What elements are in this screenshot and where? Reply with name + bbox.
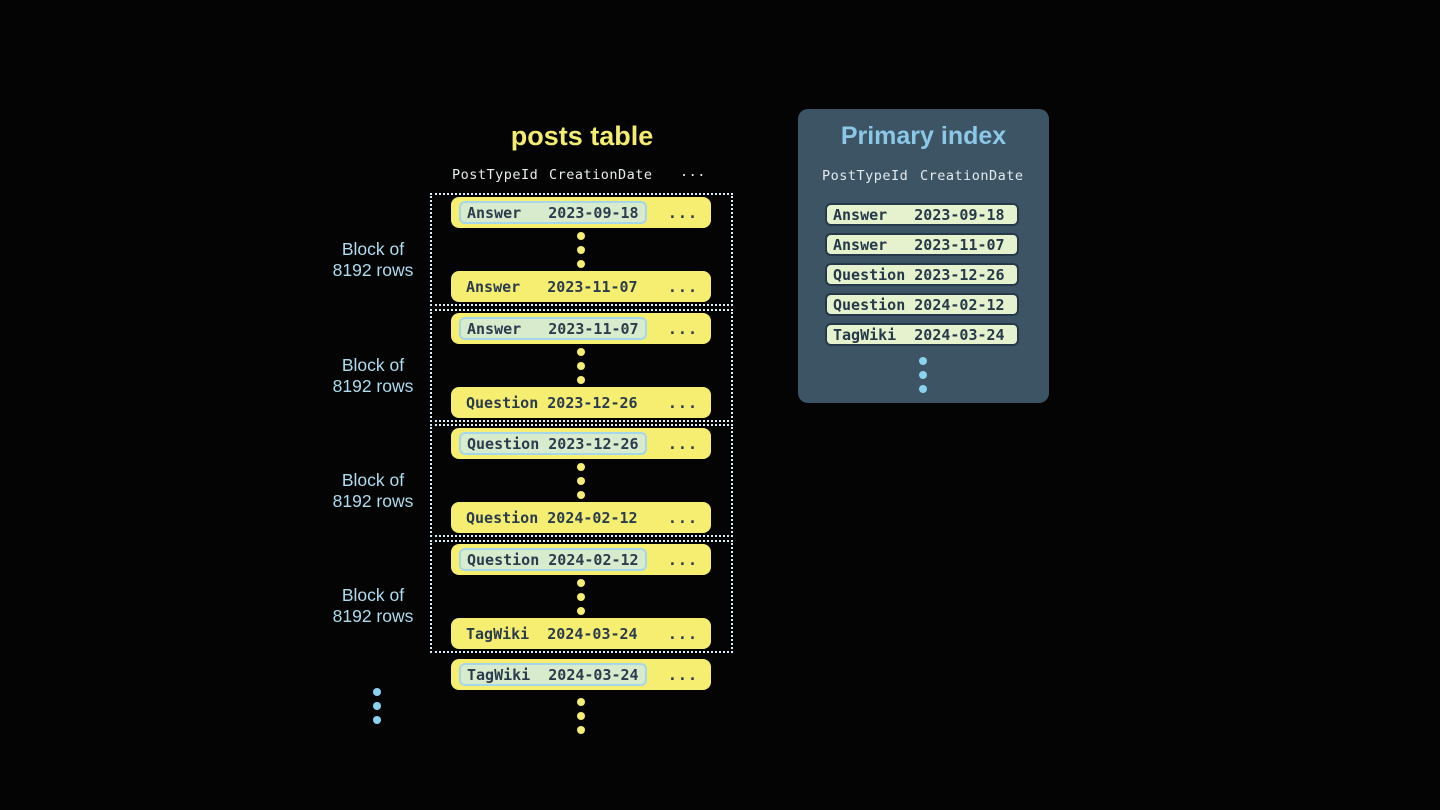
posts-row: Question 2023-12-26 ...	[451, 387, 711, 418]
row-date: 2023-11-07	[547, 277, 638, 296]
row-ellipsis: ...	[667, 550, 698, 569]
block-label-line1: Block of	[341, 470, 405, 490]
row-date: 2024-03-24	[914, 325, 1005, 344]
row-date: 2023-09-18	[548, 203, 639, 222]
row-date: 2023-12-26	[548, 434, 639, 453]
highlight-pill: Answer 2023-11-07	[459, 317, 647, 340]
highlight-pill: Question 2024-02-12	[459, 548, 647, 571]
block-label-line1: Block of	[341, 585, 405, 605]
block-label-3: Block of 8192 rows	[306, 470, 440, 512]
more-blocks-dots-icon	[373, 688, 381, 724]
index-header-creationdate: CreationDate	[920, 168, 1024, 184]
index-row: TagWiki 2024-03-24	[825, 323, 1019, 346]
block-label-line2: 8192 rows	[332, 491, 414, 511]
block-label-4: Block of 8192 rows	[306, 585, 440, 627]
index-row: Answer 2023-09-18	[825, 203, 1019, 226]
row-ellipsis: ...	[667, 393, 698, 412]
row-type: Answer	[833, 235, 888, 254]
row-type: Answer	[467, 319, 522, 338]
posts-row: TagWiki 2024-03-24 ...	[451, 618, 711, 649]
row-type: TagWiki	[467, 665, 531, 684]
more-rows-dots-icon	[577, 698, 585, 734]
row-type: Answer	[466, 277, 521, 296]
row-ellipsis: ...	[667, 624, 698, 643]
block-label-2: Block of 8192 rows	[306, 355, 440, 397]
row-date: 2023-12-26	[914, 265, 1005, 284]
block-1: Answer 2023-09-18 ... Answer 2023-11-07 ..…	[430, 193, 733, 306]
posts-row-highlighted: Answer 2023-11-07 ...	[451, 313, 711, 344]
posts-row-highlighted: Question 2024-02-12 ...	[451, 544, 711, 575]
posts-row-highlighted: Answer 2023-09-18 ...	[451, 197, 711, 228]
row-type: Question	[466, 393, 539, 412]
block-label-line2: 8192 rows	[332, 376, 414, 396]
block-label-line1: Block of	[341, 239, 405, 259]
index-row: Question 2023-12-26	[825, 263, 1019, 286]
block-3: Question 2023-12-26 ... Question 2024-02-1…	[430, 424, 733, 537]
posts-row: Answer 2023-11-07 ...	[451, 271, 711, 302]
row-ellipsis: ...	[667, 665, 698, 684]
posts-row: Question 2024-02-12 ...	[451, 502, 711, 533]
row-ellipsis: ...	[667, 277, 698, 296]
row-date: 2023-12-26	[547, 393, 638, 412]
row-type: Question	[467, 550, 540, 569]
primary-index-panel: Primary index PostTypeId CreationDate An…	[798, 109, 1049, 403]
block-2: Answer 2023-11-07 ... Question 2023-12-26 …	[430, 309, 733, 422]
row-ellipsis: ...	[667, 434, 698, 453]
row-ellipsis: ...	[667, 319, 698, 338]
row-type: Question	[467, 434, 540, 453]
block-label-line2: 8192 rows	[332, 260, 414, 280]
row-type: Question	[833, 265, 906, 284]
block-label-1: Block of 8192 rows	[306, 239, 440, 281]
row-type: Question	[833, 295, 906, 314]
row-date: 2024-02-12	[547, 508, 638, 527]
more-index-rows-dots-icon	[919, 357, 927, 393]
row-date: 2023-11-07	[548, 319, 639, 338]
posts-header-posttypeid: PostTypeId	[452, 167, 539, 183]
posts-table-title: posts table	[510, 121, 654, 151]
posts-row-highlighted: Question 2023-12-26 ...	[451, 428, 711, 459]
row-type: TagWiki	[833, 325, 897, 344]
row-date: 2024-02-12	[548, 550, 639, 569]
rows-ellipsis-dots-icon	[577, 348, 585, 384]
row-type: Question	[466, 508, 539, 527]
row-date: 2024-03-24	[547, 624, 638, 643]
row-type: TagWiki	[466, 624, 530, 643]
rows-ellipsis-dots-icon	[577, 463, 585, 499]
posts-row-highlighted-overflow: TagWiki 2024-03-24 ...	[451, 659, 711, 690]
rows-ellipsis-dots-icon	[577, 232, 585, 268]
row-type: Answer	[467, 203, 522, 222]
block-label-line1: Block of	[341, 355, 405, 375]
posts-header-creationdate: CreationDate	[549, 167, 653, 183]
posts-header-ellipsis: ...	[680, 164, 706, 180]
block-label-line2: 8192 rows	[332, 606, 414, 626]
highlight-pill: Answer 2023-09-18	[459, 201, 647, 224]
row-date: 2023-11-07	[914, 235, 1005, 254]
row-date: 2024-02-12	[914, 295, 1005, 314]
row-date: 2023-09-18	[914, 205, 1005, 224]
row-ellipsis: ...	[667, 508, 698, 527]
rows-ellipsis-dots-icon	[577, 579, 585, 615]
index-row: Answer 2023-11-07	[825, 233, 1019, 256]
row-type: Answer	[833, 205, 888, 224]
index-row: Question 2024-02-12	[825, 293, 1019, 316]
row-date: 2024-03-24	[548, 665, 639, 684]
highlight-pill: Question 2023-12-26	[459, 432, 647, 455]
highlight-pill: TagWiki 2024-03-24	[459, 663, 647, 686]
primary-index-title: Primary index	[840, 122, 1007, 150]
index-header-posttypeid: PostTypeId	[822, 168, 909, 184]
row-ellipsis: ...	[667, 203, 698, 222]
block-4: Question 2024-02-12 ... TagWiki 2024-03-24…	[430, 540, 733, 653]
